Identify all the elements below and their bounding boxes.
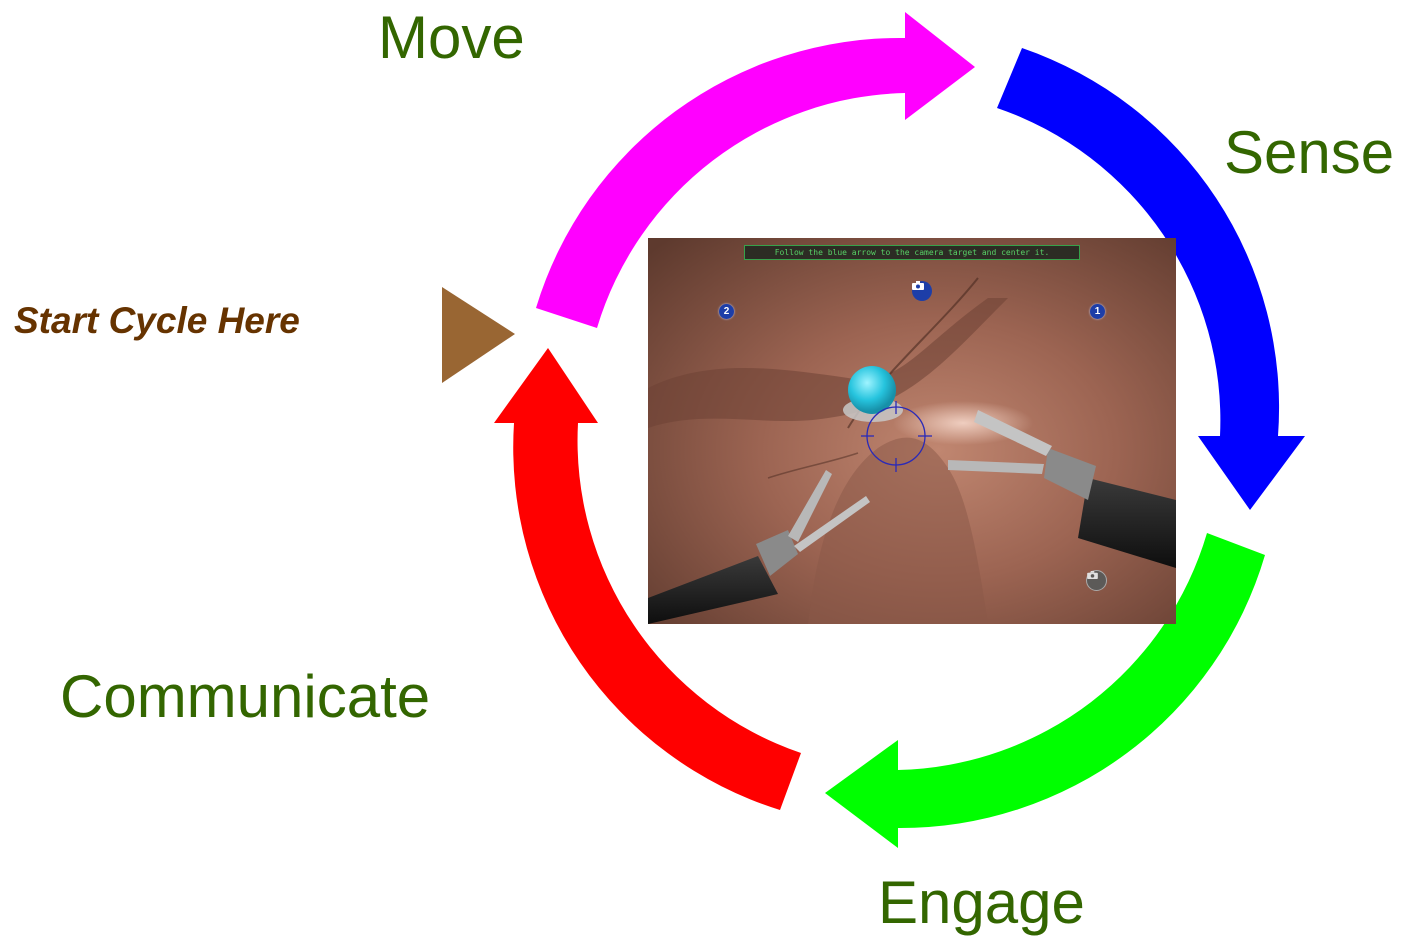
simulator-instruction-banner: Follow the blue arrow to the camera targ… <box>744 245 1080 260</box>
surgical-simulator-screenshot: Follow the blue arrow to the camera targ… <box>648 238 1176 624</box>
simulator-scene <box>648 238 1176 624</box>
engage-arrow <box>825 533 1265 848</box>
sense-arrow <box>997 48 1305 510</box>
crosshair <box>861 401 932 472</box>
right-instrument <box>948 410 1176 568</box>
start-marker <box>442 287 515 383</box>
move-arrow <box>536 12 975 328</box>
tissue-crease <box>767 452 859 479</box>
instrument-badge-2: 2 <box>719 304 734 319</box>
target-sphere <box>848 366 896 414</box>
instrument-badge-1: 1 <box>1090 304 1105 319</box>
step-label-communicate: Communicate <box>60 663 431 730</box>
left-instrument <box>648 470 870 624</box>
light-glare <box>893 401 1033 445</box>
tissue-fold <box>648 298 1008 428</box>
start-cycle-label: Start Cycle Here <box>14 300 300 341</box>
step-label-move: Move <box>378 4 525 71</box>
step-label-sense: Sense <box>1224 119 1395 186</box>
camera-icon <box>912 281 932 301</box>
tissue-ridge <box>808 437 988 624</box>
communicate-arrow <box>494 348 801 810</box>
step-label-engage: Engage <box>878 869 1085 936</box>
camera-icon <box>1086 570 1107 591</box>
